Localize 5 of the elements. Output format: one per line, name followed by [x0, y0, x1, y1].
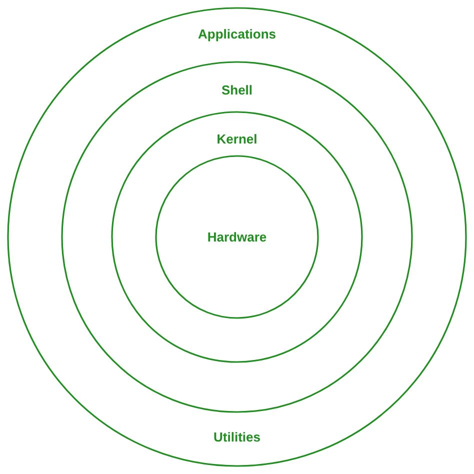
layer-label: Shell	[221, 82, 253, 98]
layer-label: Hardware	[207, 230, 267, 244]
layer-label: Kernel	[216, 132, 258, 146]
layer-label: Applications	[198, 26, 276, 42]
layer-label: Utilities	[214, 430, 260, 444]
